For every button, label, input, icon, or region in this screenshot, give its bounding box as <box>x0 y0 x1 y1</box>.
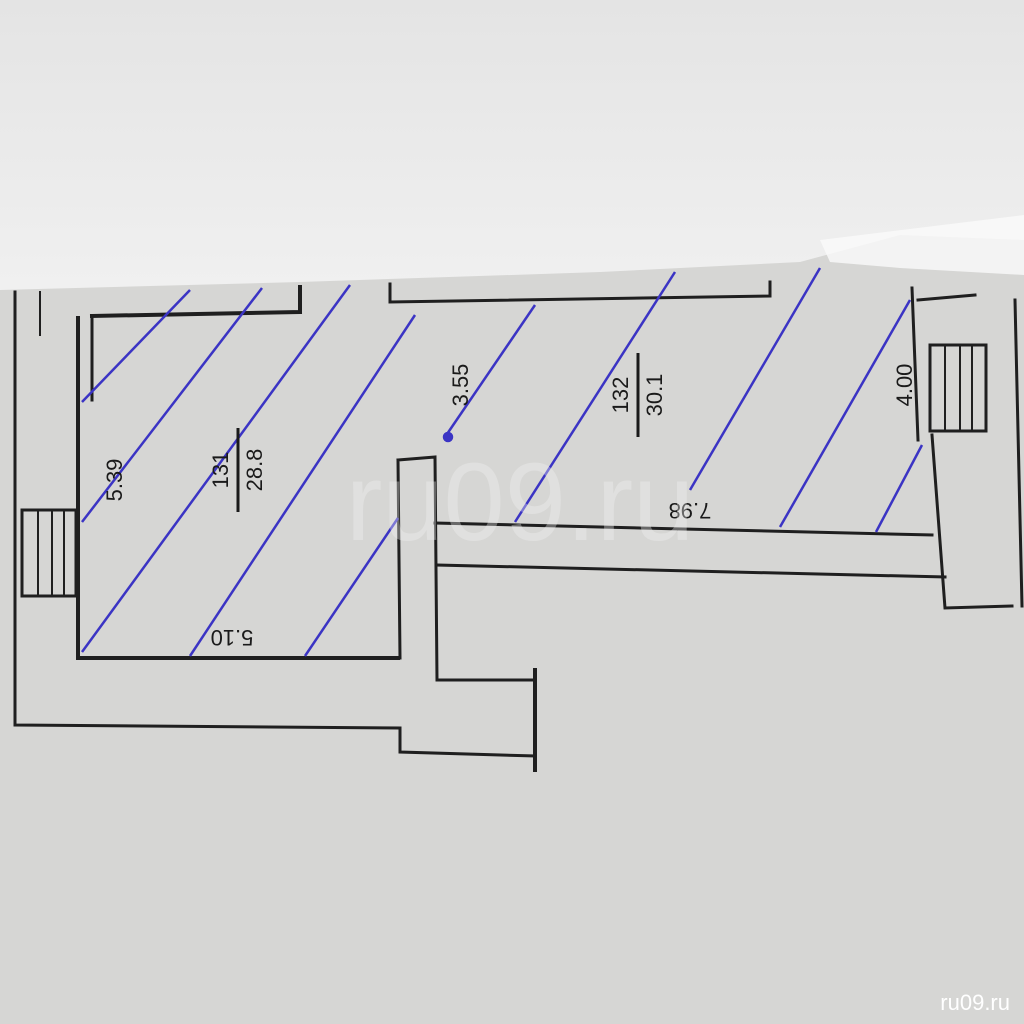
watermark-center: ru09.ru <box>346 441 695 564</box>
dim-room131-height: 5.39 <box>102 459 127 502</box>
dim-room132-width: 7.98 <box>669 498 712 523</box>
room-132-area: 30.1 <box>642 374 667 417</box>
corridor-wall-bottom <box>435 563 947 579</box>
outer-wall-left <box>13 290 537 758</box>
partition-column <box>396 455 537 682</box>
room-132-label: 132 30.1 <box>608 353 667 437</box>
walls <box>13 280 1024 772</box>
room-132-top-wall <box>388 280 772 304</box>
plastic-sheet <box>0 0 1024 290</box>
sheet-glare <box>820 215 1024 275</box>
room-131-walls <box>76 285 400 660</box>
corridor-wall-top <box>433 521 934 537</box>
right-wall <box>910 286 1024 610</box>
room-132-number: 132 <box>608 377 633 414</box>
left-window <box>20 508 78 598</box>
room-131-label: 131 28.8 <box>208 428 267 512</box>
dim-room132-left-height: 3.55 <box>448 364 473 407</box>
dim-room132-right-height: 4.00 <box>892 364 917 407</box>
dim-room131-width: 5.10 <box>211 625 254 650</box>
watermark-corner: ru09.ru <box>940 990 1010 1015</box>
room-131-area: 28.8 <box>242 449 267 492</box>
radiator <box>928 343 988 433</box>
room-131-number: 131 <box>208 452 233 489</box>
area-hatching <box>80 267 924 657</box>
